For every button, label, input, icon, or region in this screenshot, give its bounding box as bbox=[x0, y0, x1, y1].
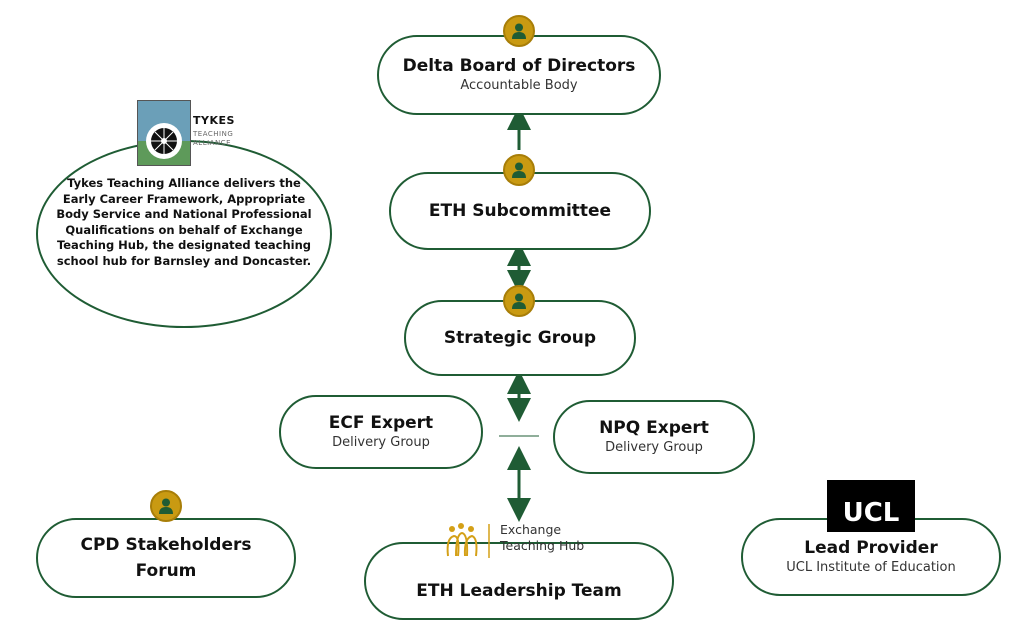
cpd-title: CPD Stakeholders Forum bbox=[80, 535, 252, 581]
person-icon bbox=[503, 154, 535, 186]
ecf-node: ECF Expert Delivery Group bbox=[279, 395, 483, 469]
exchange-logo-line1: Exchange bbox=[500, 522, 562, 537]
strategic-title: Strategic Group bbox=[443, 328, 597, 348]
ecf-sub: Delivery Group bbox=[332, 435, 430, 450]
tykes-logo-sub: TEACHING ALLIANCE bbox=[193, 130, 233, 148]
eth-leadership-node: ETH Leadership Team bbox=[364, 542, 674, 620]
board-title: Delta Board of Directors bbox=[402, 56, 636, 76]
lead-provider-title: Lead Provider bbox=[804, 538, 938, 558]
person-icon bbox=[503, 285, 535, 317]
exchange-teaching-hub-logo bbox=[442, 520, 494, 564]
lead-provider-node: Lead Provider UCL Institute of Education bbox=[741, 518, 1001, 596]
subcommittee-title: ETH Subcommittee bbox=[428, 201, 612, 221]
eth-leadership-title: ETH Leadership Team bbox=[416, 581, 622, 601]
board-sub: Accountable Body bbox=[460, 78, 578, 93]
tykes-logo-sub-line2: ALLIANCE bbox=[193, 139, 231, 147]
lead-provider-sub: UCL Institute of Education bbox=[786, 560, 956, 575]
ecf-title: ECF Expert bbox=[328, 413, 434, 433]
tykes-wheel-logo bbox=[137, 100, 191, 166]
npq-node: NPQ Expert Delivery Group bbox=[553, 400, 755, 474]
ucl-logo: UCL bbox=[827, 480, 915, 532]
tykes-logo-name: TYKES bbox=[193, 114, 235, 127]
person-icon bbox=[150, 490, 182, 522]
exchange-teaching-hub-name: Exchange Teaching Hub bbox=[500, 522, 584, 554]
board-node: Delta Board of Directors Accountable Bod… bbox=[377, 35, 661, 115]
npq-title: NPQ Expert bbox=[599, 418, 709, 438]
exchange-logo-line2: Teaching Hub bbox=[500, 538, 585, 553]
tykes-description: Tykes Teaching Alliance delivers the Ear… bbox=[56, 176, 312, 268]
person-icon bbox=[503, 15, 535, 47]
ucl-logo-text: UCL bbox=[842, 498, 900, 528]
tykes-logo-sub-line1: TEACHING bbox=[193, 130, 234, 138]
cpd-node: CPD Stakeholders Forum bbox=[36, 518, 296, 598]
npq-sub: Delivery Group bbox=[605, 440, 703, 455]
